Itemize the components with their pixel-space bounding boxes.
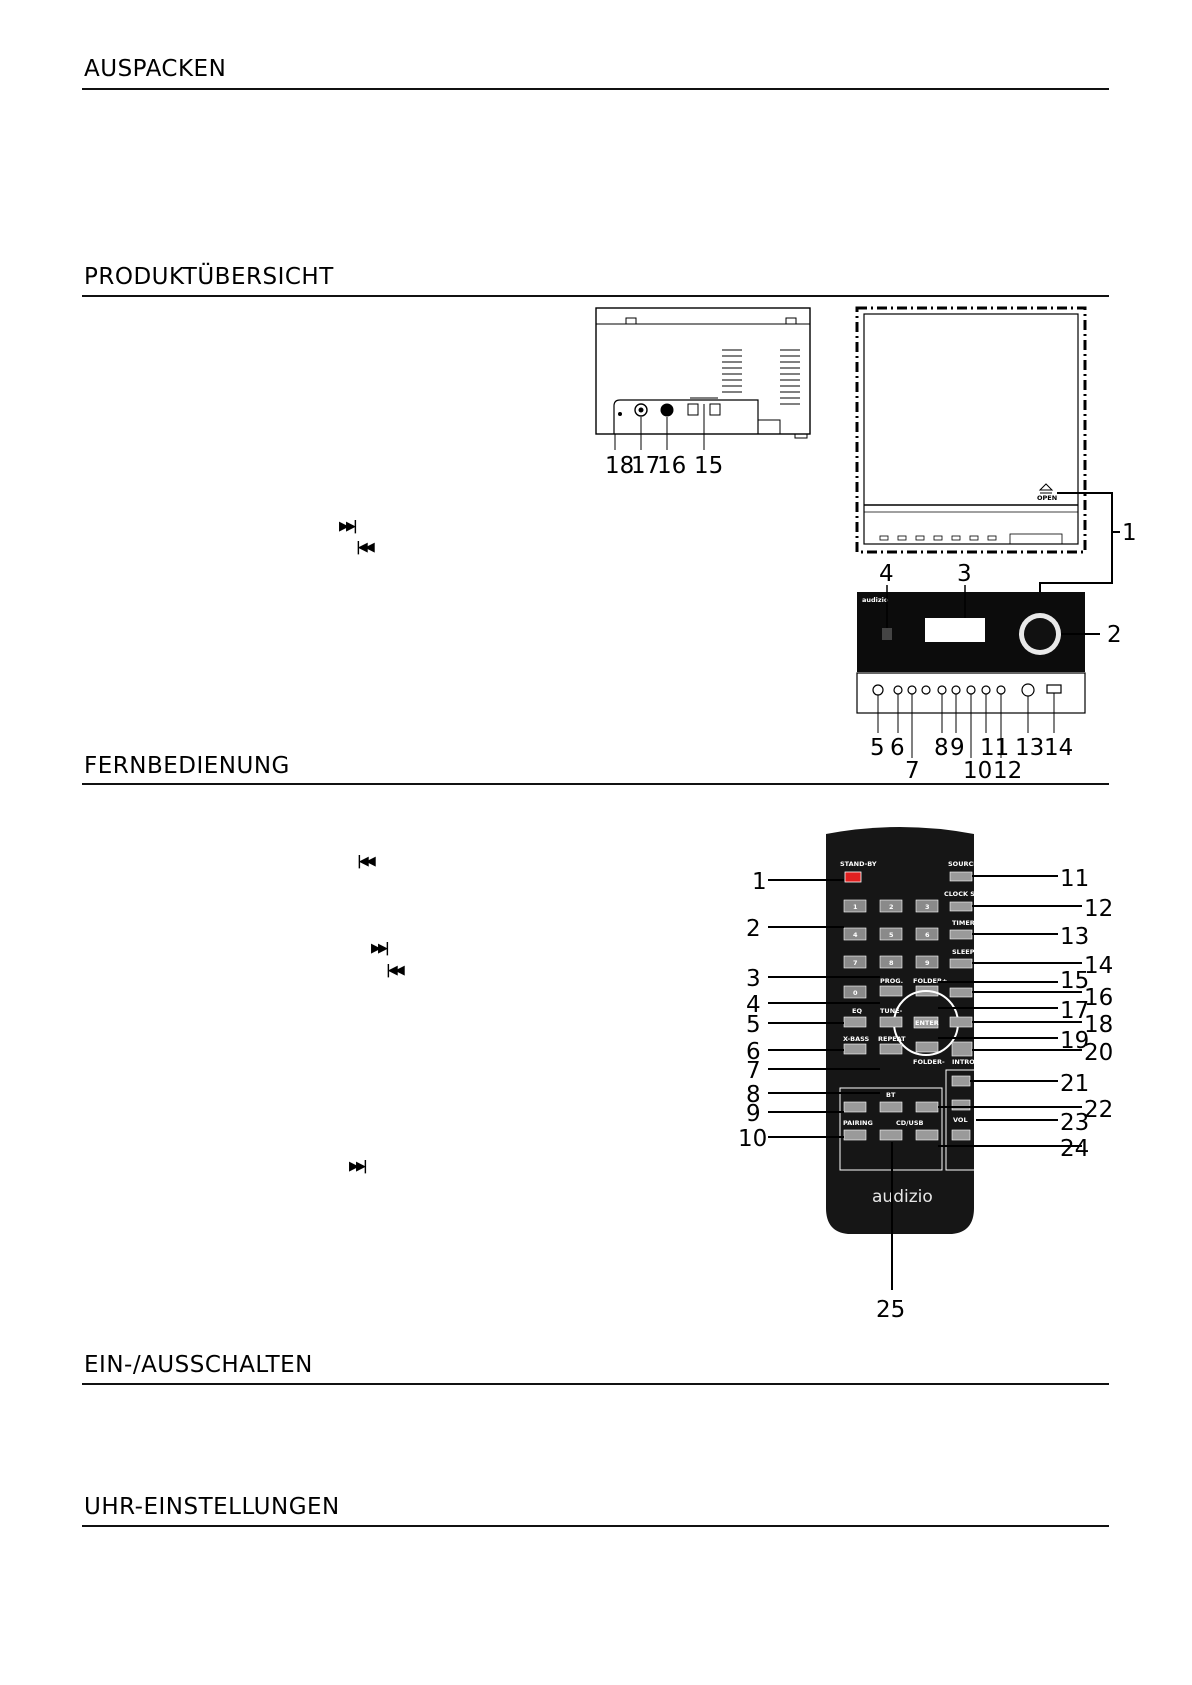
vol-text: VOL (953, 1116, 968, 1124)
remote-callout: 4 (746, 992, 761, 1018)
remote-callout: 9 (746, 1101, 761, 1127)
back-label: 16 (657, 453, 686, 479)
remote-callout: 24 (1060, 1136, 1089, 1162)
remote-callout: 17 (1060, 998, 1089, 1024)
tune-text: TUNE- (880, 1007, 903, 1015)
previous-track-icon: |◀◀ (356, 540, 375, 555)
remote-callout: 25 (876, 1297, 905, 1323)
previous-track-icon: |◀◀ (386, 963, 405, 978)
section-title-clock: UHR-EINSTELLUNGEN (84, 1494, 340, 1520)
keypad-key: 8 (889, 959, 894, 967)
back-label: 18 (605, 453, 634, 479)
prog-text: PROG. (880, 977, 903, 985)
panel-label: 10 (963, 758, 992, 784)
section-title-unpack: AUSPACKEN (84, 56, 227, 82)
remote-callout: 23 (1060, 1110, 1089, 1136)
back-label: 15 (694, 453, 723, 479)
device-back-view: 18 17 16 15 (595, 307, 811, 479)
panel-label: 5 (870, 735, 885, 761)
folder-plus-text: FOLDER+ (913, 977, 947, 985)
panel-label: 8 (934, 735, 949, 761)
panel-label: 12 (993, 758, 1022, 784)
keypad-key: 5 (889, 931, 894, 939)
bt-text: BT (886, 1091, 896, 1099)
keypad-key: 9 (925, 959, 930, 967)
remote-callout: 12 (1084, 896, 1113, 922)
section-title-overview: PRODUKTÜBERSICHT (84, 264, 334, 290)
remote-callout: 22 (1084, 1097, 1113, 1123)
previous-track-icon: |◀◀ (357, 854, 376, 869)
remote-callout: 13 (1060, 924, 1089, 950)
remote-callout: 7 (746, 1058, 761, 1084)
front-callout: 4 (879, 561, 894, 587)
brand-logo: audizio (862, 596, 889, 604)
panel-label: 13 (1015, 735, 1044, 761)
cdusb-text: CD/USB (896, 1119, 923, 1127)
remote-callout: 21 (1060, 1071, 1089, 1097)
panel-label: 9 (950, 735, 965, 761)
sleep-text: SLEEP (952, 948, 975, 956)
section-title-power: EIN-/AUSSCHALTEN (84, 1352, 313, 1378)
remote-callout: 5 (746, 1012, 761, 1038)
section-rule (82, 783, 1109, 785)
pairing-text: PAIRING (843, 1119, 873, 1127)
keypad-key: 1 (853, 903, 858, 911)
remote-callout: 16 (1084, 985, 1113, 1011)
next-track-icon: ▶▶| (349, 1159, 368, 1174)
timer-text: TIMER (952, 919, 975, 927)
clock-set-text: CLOCK SET (944, 890, 984, 898)
remote-callout: 1 (752, 869, 767, 895)
front-callout: 1 (1122, 520, 1137, 546)
keypad-key: 6 (925, 931, 930, 939)
front-callout: 3 (957, 561, 972, 587)
remote-callout: 3 (746, 966, 761, 992)
section-rule (82, 88, 1109, 90)
source-text: SOURCE (948, 860, 978, 868)
back-label: 17 (631, 453, 660, 479)
standby-text: STAND-BY (840, 860, 877, 868)
section-title-remote: FERNBEDIENUNG (84, 753, 290, 779)
eq-text: EQ (852, 1007, 862, 1015)
remote-callout: 20 (1084, 1040, 1113, 1066)
folder-minus-text: FOLDER- (913, 1058, 945, 1066)
panel-label: 6 (890, 735, 905, 761)
panel-label: 14 (1044, 735, 1073, 761)
keypad-key: 4 (853, 931, 858, 939)
remote-callout: 8 (746, 1082, 761, 1108)
next-track-icon: ▶▶| (339, 519, 358, 534)
remote-callout: 19 (1060, 1028, 1089, 1054)
enter-text: ENTER (915, 1019, 939, 1027)
section-rule (82, 1525, 1109, 1527)
remote-callout: 6 (746, 1039, 761, 1065)
device-front-view: OPEN 1 audizio 2 3 4 5 6 7 8 9 10 11 12 … (855, 306, 1137, 784)
xbass-text: X-BASS (843, 1035, 870, 1043)
keypad-key: 7 (853, 959, 858, 967)
front-callout: 2 (1107, 622, 1122, 648)
remote-callout: 14 (1084, 953, 1113, 979)
repeat-text: REPEAT (878, 1035, 906, 1043)
remote-callout: 2 (746, 916, 761, 942)
section-rule (82, 1383, 1109, 1385)
intro-text: INTRO (952, 1058, 975, 1066)
remote-callout: 10 (738, 1126, 767, 1152)
remote-control-diagram: STAND-BY SOURCE CLOCK SET TIMER SLEEP 1 … (738, 827, 1113, 1323)
keypad-key: 3 (925, 903, 930, 911)
remote-callout: 11 (1060, 866, 1089, 892)
remote-callout: 15 (1060, 968, 1089, 994)
remote-brand-logo: audizio (872, 1187, 933, 1207)
next-track-icon: ▶▶| (371, 941, 390, 956)
remote-callout: 18 (1084, 1012, 1113, 1038)
panel-label: 11 (980, 735, 1009, 761)
keypad-key: 0 (853, 989, 858, 997)
open-label: OPEN (1037, 494, 1057, 502)
keypad-key: 2 (889, 903, 894, 911)
section-rule (82, 295, 1109, 297)
panel-label: 7 (905, 758, 920, 784)
